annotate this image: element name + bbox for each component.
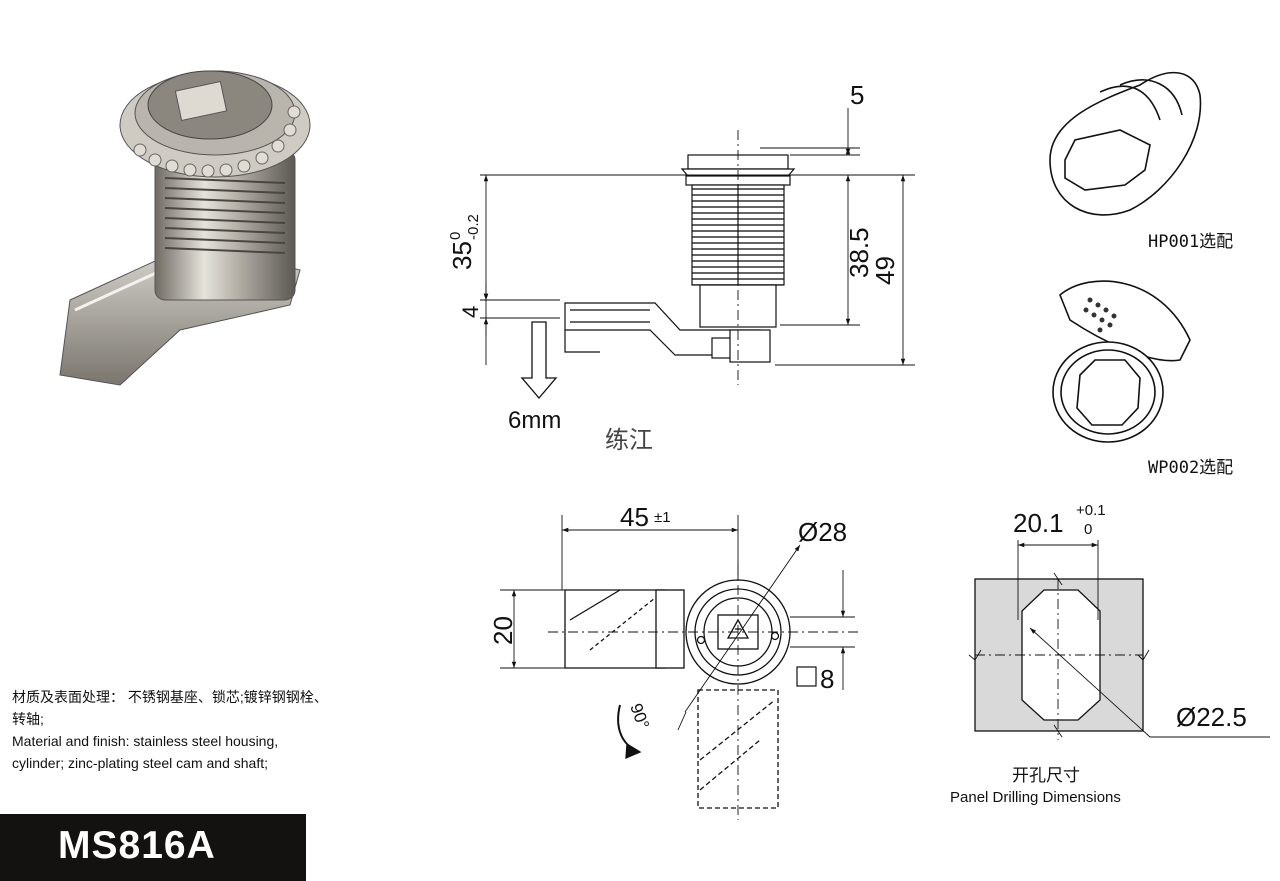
dim-45-label: 45 ±1 [620,502,671,532]
spec-en-line-1: Material and finish: stainless steel hou… [12,733,279,749]
svg-text:+0.1: +0.1 [1076,502,1106,519]
svg-text:0: 0 [1084,521,1092,538]
option-wp002-label: WP002选配 [1148,458,1233,478]
svg-text:0: 0 [447,232,464,240]
dim-38-label: 38.5 [844,227,874,278]
spec-en-line-2: cylinder; zinc-plating steel cam and sha… [12,755,269,771]
svg-text:45: 45 [620,502,649,532]
svg-text:-0.2: -0.2 [465,214,482,240]
spec-cn-line-1: 材质及表面处理： 不锈钢基座、锁芯;镀锌钢钢栓、 [12,689,328,705]
panel-drilling-drawing [968,540,1270,740]
spec-cn-line-2: 转轴; [12,711,44,727]
dim-5-label: 5 [850,80,864,110]
cover-wp002-drawing [1052,280,1191,443]
dim-4-label: 4 [458,306,483,318]
dim-35-label: 35 0 -0.2 [447,214,482,270]
front-view [500,515,860,820]
dim-20-label: 20 [488,616,518,645]
panel-title-en: Panel Drilling Dimensions [950,789,1121,806]
model-banner: MS816A [0,814,306,881]
panel-hole-diameter-label: Ø22.5 [1176,702,1247,732]
svg-text:±1: ±1 [654,509,671,526]
dim-d28-label: Ø28 [798,517,847,547]
panel-title-cn: 开孔尺寸 [1012,766,1080,785]
svg-text:20.1: 20.1 [1013,508,1064,538]
dim-49-label: 49 [870,256,900,285]
panel-width-label: 20.1 +0.1 0 [1013,502,1106,538]
material-spec: 材质及表面处理： 不锈钢基座、锁芯;镀锌钢钢栓、 转轴; Material an… [12,686,424,774]
cover-hp001-drawing [1049,71,1202,216]
model-number: MS816A [58,824,216,867]
option-hp001-label: HP001选配 [1148,232,1233,252]
svg-text:35: 35 [447,241,477,270]
dim-square-8-label: 8 [820,664,834,694]
product-photo [59,70,311,386]
watermark-text: 练江 [605,426,653,454]
rotation-90-label: 90° [626,701,653,732]
dim-6mm-label: 6mm [508,407,561,434]
side-view [480,108,915,400]
